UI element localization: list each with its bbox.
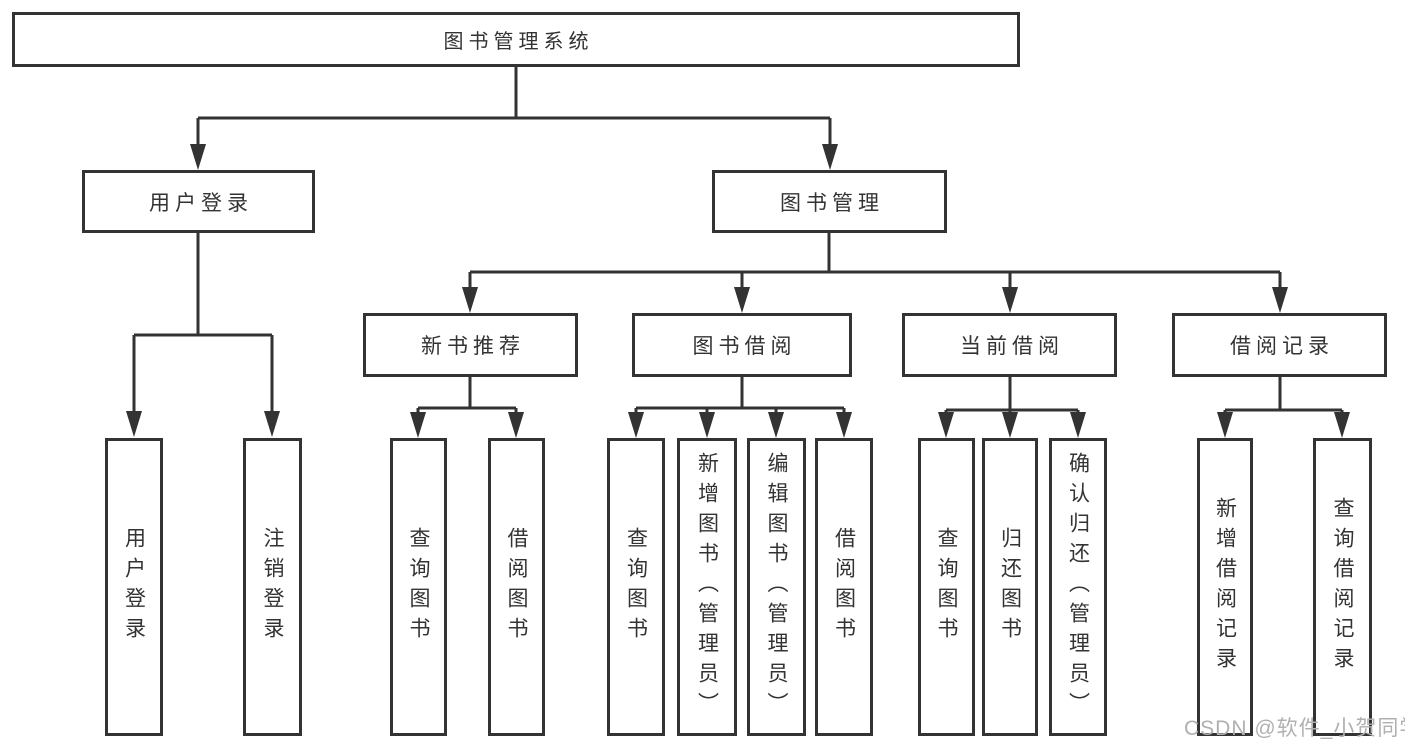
node-label: 确认归还（管理员） bbox=[1066, 452, 1090, 722]
leaf-query-books-recommend: 查询图书 bbox=[390, 438, 447, 736]
leaf-add-borrow-record: 新增借阅记录 bbox=[1197, 438, 1253, 736]
leaf-user-login: 用户登录 bbox=[105, 438, 163, 736]
node-new-book-recommend: 新书推荐 bbox=[363, 313, 578, 377]
node-borrowing-records: 借阅记录 bbox=[1172, 313, 1387, 377]
leaf-edit-books-admin: 编辑图书（管理员） bbox=[747, 438, 806, 736]
node-label: 查询图书 bbox=[624, 527, 648, 647]
node-label: 图书管理系统 bbox=[443, 31, 594, 53]
node-label: 新增图书（管理员） bbox=[695, 452, 719, 722]
leaf-borrow-books: 借阅图书 bbox=[815, 438, 873, 736]
node-label: 借阅图书 bbox=[505, 527, 528, 647]
node-label: 新增借阅记录 bbox=[1213, 497, 1237, 677]
leaf-query-books-current: 查询图书 bbox=[918, 438, 975, 736]
node-library-management-system: 图书管理系统 bbox=[12, 12, 1020, 67]
leaf-borrow-books-recommend: 借阅图书 bbox=[488, 438, 545, 736]
node-label: 查询图书 bbox=[407, 527, 430, 647]
leaf-query-books-borrowing: 查询图书 bbox=[607, 438, 665, 736]
node-label: 图书管理 bbox=[780, 191, 884, 215]
node-label: 查询借阅记录 bbox=[1331, 497, 1354, 677]
node-label: 当前借阅 bbox=[960, 335, 1064, 358]
node-label: 编辑图书（管理员） bbox=[765, 452, 788, 722]
node-book-borrowing: 图书借阅 bbox=[632, 313, 852, 377]
node-user-login: 用户登录 bbox=[82, 170, 315, 233]
node-label: 注销登录 bbox=[261, 527, 284, 647]
node-label: 借阅记录 bbox=[1230, 335, 1334, 358]
node-label: 借阅图书 bbox=[832, 527, 856, 647]
node-label: 用户登录 bbox=[122, 527, 146, 647]
watermark: CSDN @软件_小贺同学 bbox=[1184, 717, 1405, 740]
node-label: 图书借阅 bbox=[692, 335, 797, 358]
node-label: 用户登录 bbox=[149, 191, 253, 215]
node-label: 新书推荐 bbox=[421, 335, 525, 358]
leaf-confirm-return-admin: 确认归还（管理员） bbox=[1049, 438, 1107, 736]
node-book-management: 图书管理 bbox=[712, 170, 947, 233]
node-label: 查询图书 bbox=[935, 527, 958, 647]
leaf-logout: 注销登录 bbox=[243, 438, 302, 736]
leaf-query-borrow-record: 查询借阅记录 bbox=[1313, 438, 1372, 736]
node-current-borrowing: 当前借阅 bbox=[902, 313, 1117, 377]
node-label: 归还图书 bbox=[998, 527, 1022, 647]
leaf-add-books-admin: 新增图书（管理员） bbox=[677, 438, 737, 736]
arrowheads bbox=[126, 144, 1350, 438]
leaf-return-books: 归还图书 bbox=[982, 438, 1038, 736]
connector-shafts bbox=[132, 67, 1344, 415]
